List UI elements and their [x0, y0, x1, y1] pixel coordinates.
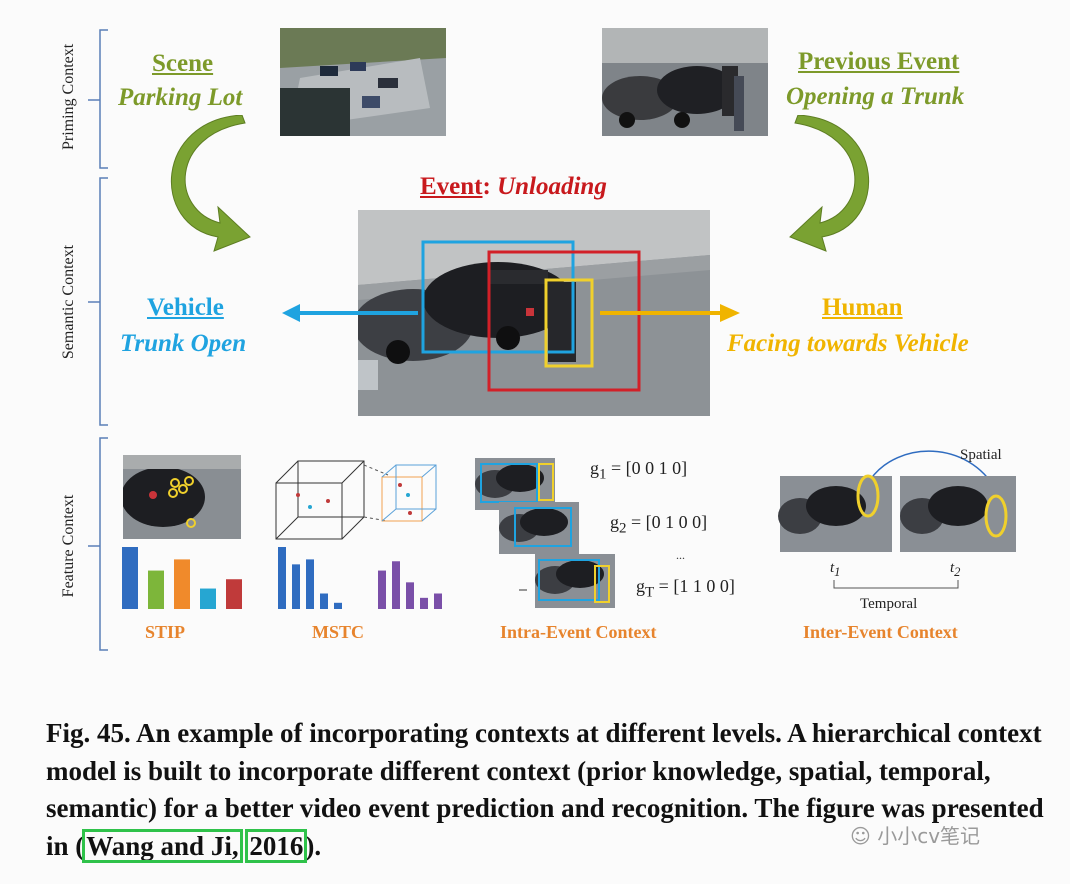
event-heading: Event: [420, 173, 483, 200]
event-title: Event: Unloading: [420, 173, 607, 201]
t1-sub: 1: [834, 565, 841, 579]
stip-bar: [122, 547, 138, 609]
event-separator: :: [482, 173, 491, 200]
watermark-text: 小小cv笔记: [877, 824, 981, 848]
stip-bar: [200, 588, 216, 609]
previous-event-heading: Previous Event: [798, 48, 960, 75]
mstc-bar-purple: [434, 593, 442, 609]
mstc-bar-blue: [320, 593, 328, 609]
priming-context-label: Priming Context: [60, 43, 77, 150]
right-green-arrow: [789, 115, 870, 252]
mstc-histogram: [278, 547, 442, 609]
mstc-bar-purple: [420, 597, 428, 609]
vehicle-value: Trunk Open: [120, 330, 247, 357]
human-value: Facing towards Vehicle: [727, 330, 969, 357]
gT-sub: T: [645, 584, 655, 601]
caption-text: Fig. 45. An example of incorporating con…: [46, 718, 1044, 861]
stip-photo: [123, 455, 241, 539]
gT-value: = [1 1 0 0]: [658, 576, 735, 596]
human-heading: Human: [822, 294, 903, 321]
g1-sub: 1: [599, 466, 607, 483]
t1-symbol: t: [830, 560, 835, 576]
mstc-bar-purple: [378, 570, 386, 609]
watermark: ☺ 小小cv笔记: [850, 820, 980, 849]
mstc-bar-purple: [392, 561, 400, 609]
citation-authors-link[interactable]: Wang and Ji,: [82, 828, 243, 863]
mstc-bar-blue: [278, 547, 286, 609]
previous-event-value: Opening a Trunk: [786, 83, 965, 110]
stip-bar: [226, 579, 242, 609]
stip-histogram: [122, 547, 242, 609]
stip-label: STIP: [145, 622, 186, 642]
g2-value: = [0 1 0 0]: [631, 512, 708, 532]
inter-event-diagram: [778, 450, 1016, 589]
g1-equation: g1 = [0 0 1 0]: [590, 458, 687, 484]
inter-event-label: Inter-Event Context: [803, 622, 958, 642]
scene-heading: Scene: [152, 50, 214, 77]
stip-bar: [148, 570, 164, 609]
stip-bar: [174, 559, 190, 609]
event-value: Unloading: [497, 173, 607, 200]
mstc-bar-blue: [306, 559, 314, 609]
mstc-label: MSTC: [312, 622, 365, 642]
mstc-bar-blue: [334, 602, 342, 609]
t2-sub: 2: [954, 565, 961, 579]
t1-label: t1: [830, 560, 840, 580]
wechat-icon: ☺: [850, 824, 871, 848]
g1-value: = [0 0 1 0]: [611, 458, 688, 478]
intra-event-frames: [475, 458, 615, 608]
mstc-cubes: [275, 460, 437, 540]
g2-symbol: g: [610, 512, 619, 532]
figure-caption: Fig. 45. An example of incorporating con…: [46, 715, 1050, 865]
t2-symbol: t: [950, 560, 955, 576]
mstc-bar-purple: [406, 582, 414, 609]
caption-close: ).: [305, 830, 322, 861]
parking-lot-photo: [280, 28, 446, 136]
human-arrow: [600, 304, 740, 322]
context-brackets: [88, 29, 108, 651]
g2-equation: g2 = [0 1 0 0]: [610, 512, 707, 538]
citation-year-link[interactable]: 2016: [245, 828, 308, 863]
temporal-label: Temporal: [860, 596, 918, 612]
gT-symbol: g: [636, 576, 645, 596]
feature-context-label: Feature Context: [60, 494, 77, 598]
t2-label: t2: [950, 560, 960, 580]
intra-event-label: Intra-Event Context: [500, 622, 657, 642]
vehicle-arrow: [282, 304, 418, 322]
gT-equation: gT = [1 1 0 0]: [636, 576, 735, 602]
semantic-context-label: Semantic Context: [60, 244, 77, 360]
ellipsis: ...: [676, 548, 685, 562]
vehicle-heading: Vehicle: [147, 294, 224, 321]
scene-value: Parking Lot: [118, 84, 243, 111]
mstc-bar-blue: [292, 564, 300, 609]
g2-sub: 2: [619, 520, 627, 537]
spatial-label: Spatial: [960, 447, 1002, 463]
left-green-arrow: [170, 115, 251, 252]
g1-symbol: g: [590, 458, 599, 478]
opening-trunk-photo: [602, 28, 768, 136]
